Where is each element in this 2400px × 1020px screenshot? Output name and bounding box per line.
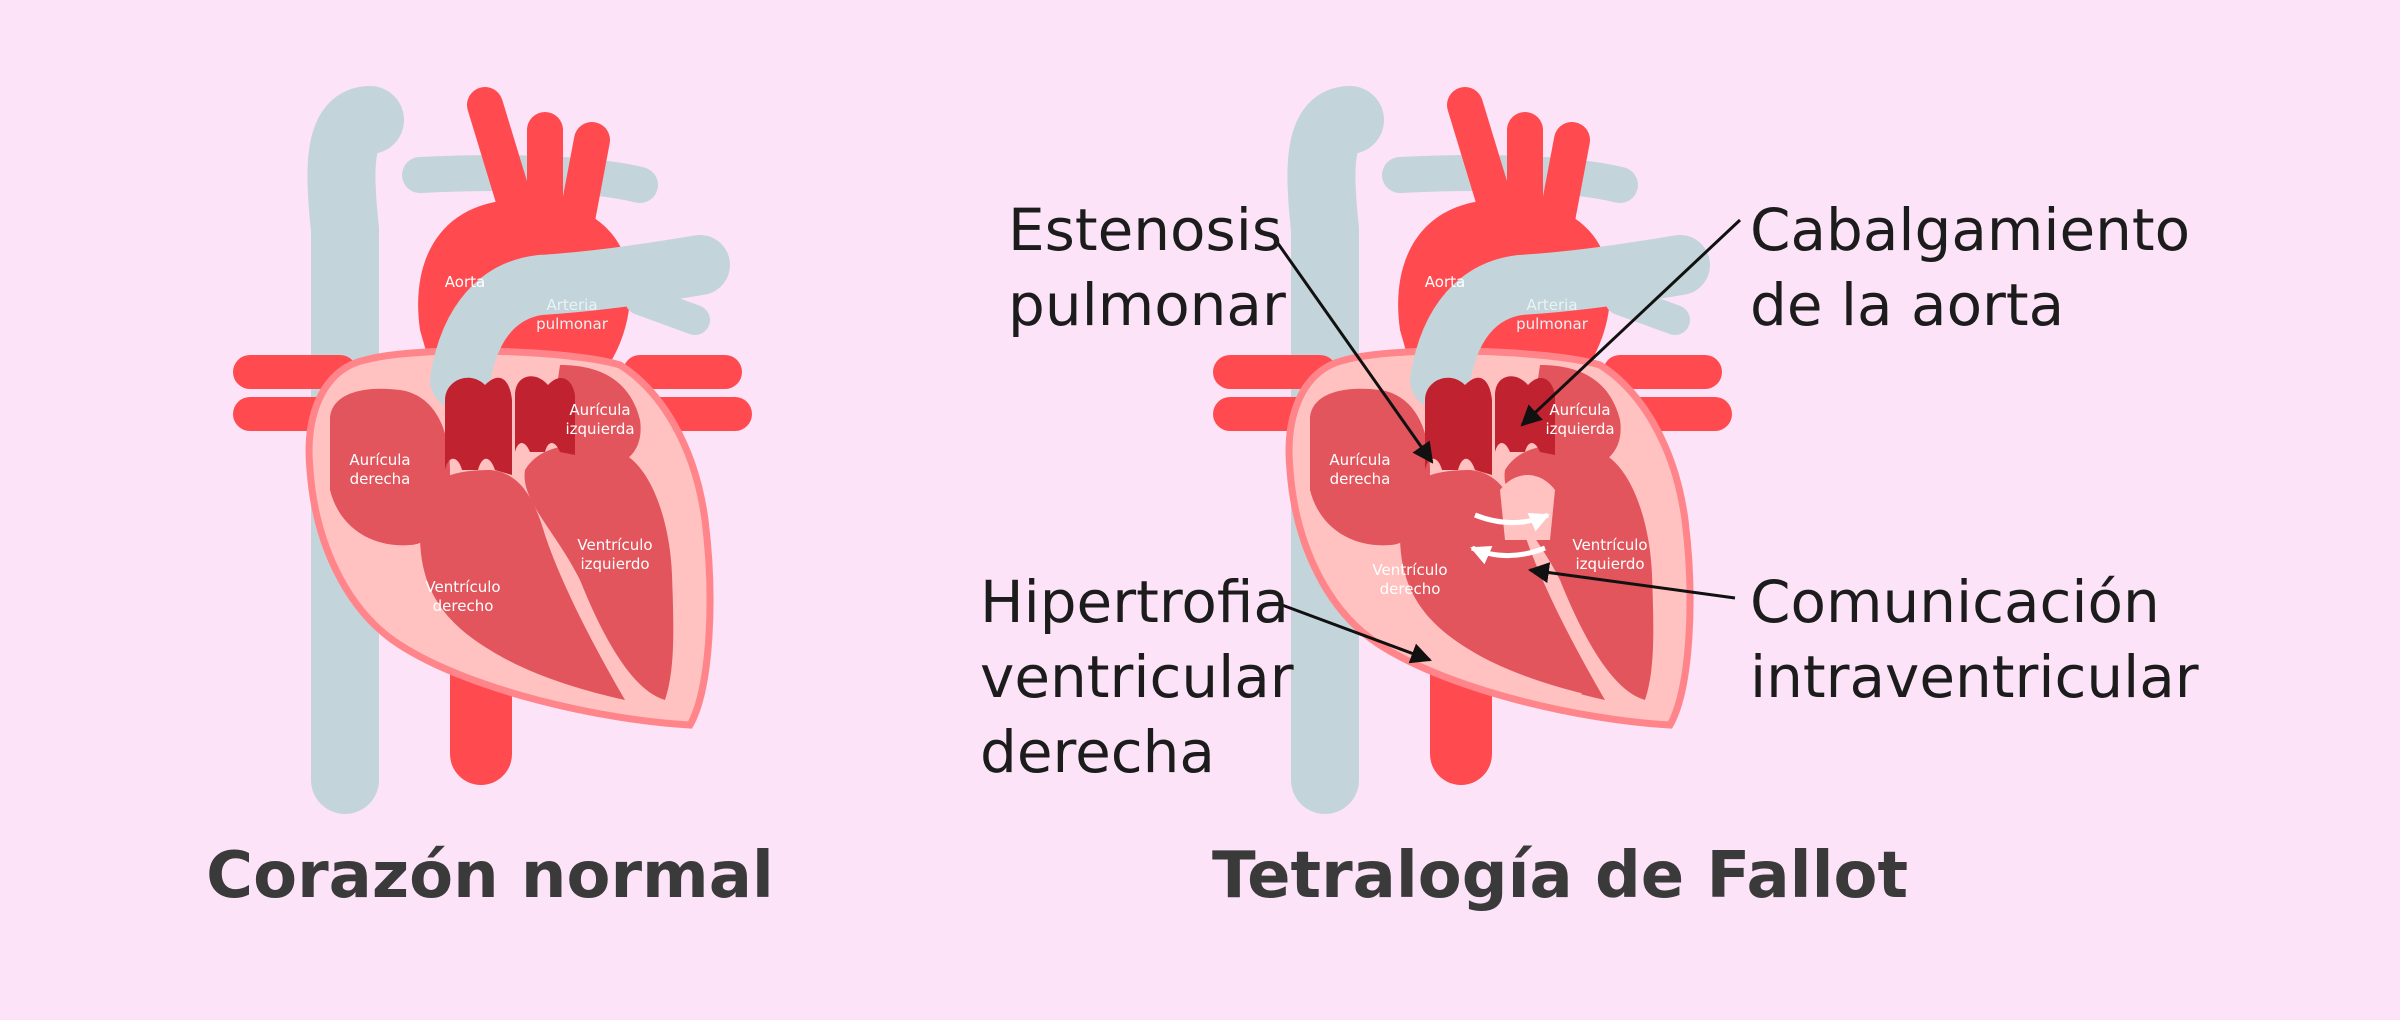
arrow-pulmonary-stenosis bbox=[1270, 234, 1434, 464]
callout-overriding-aorta: Cabalgamiento de la aorta bbox=[1750, 196, 2190, 339]
fallot-label-right-atrium-1: Aurícula bbox=[1329, 451, 1390, 469]
arrow-vsd bbox=[1527, 562, 1736, 600]
label-left-ventricle-1: Ventrículo bbox=[577, 536, 652, 554]
fallot-label-aorta: Aorta bbox=[1425, 273, 1465, 291]
callout-vsd-line1: Comunicación bbox=[1750, 568, 2160, 636]
fallot-label-pulmonar: pulmonar bbox=[1516, 315, 1589, 333]
fallot-heart-labels: Aorta Arteria pulmonar Aurícula derecha … bbox=[1329, 273, 1647, 598]
fallot-label-right-ventricle-2: derecho bbox=[1380, 580, 1441, 598]
callout-rv-hypertrophy-line2: ventricular bbox=[980, 643, 1294, 711]
fallot-label-left-ventricle-1: Ventrículo bbox=[1572, 536, 1647, 554]
label-aorta: Aorta bbox=[445, 273, 485, 291]
fallot-label-left-atrium-1: Aurícula bbox=[1549, 401, 1610, 419]
callout-rv-hypertrophy: Hipertrofia ventricular derecha bbox=[980, 568, 1294, 786]
arrow-rv-hypertrophy bbox=[1281, 603, 1432, 664]
label-left-atrium-1: Aurícula bbox=[569, 401, 630, 419]
normal-heart-labels: Aorta Arteria pulmonar Aurícula derecha … bbox=[349, 273, 652, 615]
normal-heart-illustration bbox=[250, 105, 735, 785]
callout-overriding-aorta-line1: Cabalgamiento bbox=[1750, 196, 2190, 264]
fallot-label-arteria: Arteria bbox=[1526, 296, 1577, 314]
label-right-atrium-1: Aurícula bbox=[349, 451, 410, 469]
callout-vsd-line2: intraventricular bbox=[1750, 643, 2199, 711]
fallot-heart-caption: Tetralogía de Fallot bbox=[1212, 839, 1908, 913]
normal-heart-caption: Corazón normal bbox=[206, 839, 774, 913]
callout-rv-hypertrophy-line3: derecha bbox=[980, 718, 1215, 786]
fallot-label-left-ventricle-2: izquierdo bbox=[1575, 555, 1644, 573]
callout-vsd: Comunicación intraventricular bbox=[1750, 568, 2199, 711]
callout-pulmonary-stenosis-line1: Estenosis bbox=[1008, 196, 1282, 264]
callout-arrows bbox=[1270, 218, 1742, 664]
label-left-ventricle-2: izquierdo bbox=[580, 555, 649, 573]
callout-pulmonary-stenosis-line2: pulmonar bbox=[1008, 271, 1286, 339]
label-right-ventricle-1: Ventrículo bbox=[425, 578, 500, 596]
label-pulmonar: pulmonar bbox=[536, 315, 609, 333]
fallot-label-left-atrium-2: izquierda bbox=[1545, 420, 1614, 438]
fallot-heart-illustration bbox=[1230, 105, 1715, 785]
label-left-atrium-2: izquierda bbox=[565, 420, 634, 438]
callout-rv-hypertrophy-line1: Hipertrofia bbox=[980, 568, 1289, 636]
label-right-ventricle-2: derecho bbox=[433, 597, 494, 615]
label-arteria: Arteria bbox=[546, 296, 597, 314]
fallot-label-right-ventricle-1: Ventrículo bbox=[1372, 561, 1447, 579]
label-right-atrium-2: derecha bbox=[350, 470, 411, 488]
callout-overriding-aorta-line2: de la aorta bbox=[1750, 271, 2064, 339]
fallot-label-right-atrium-2: derecha bbox=[1330, 470, 1391, 488]
callout-pulmonary-stenosis: Estenosis pulmonar bbox=[1008, 196, 1286, 339]
arrow-overriding-aorta bbox=[1520, 218, 1742, 427]
